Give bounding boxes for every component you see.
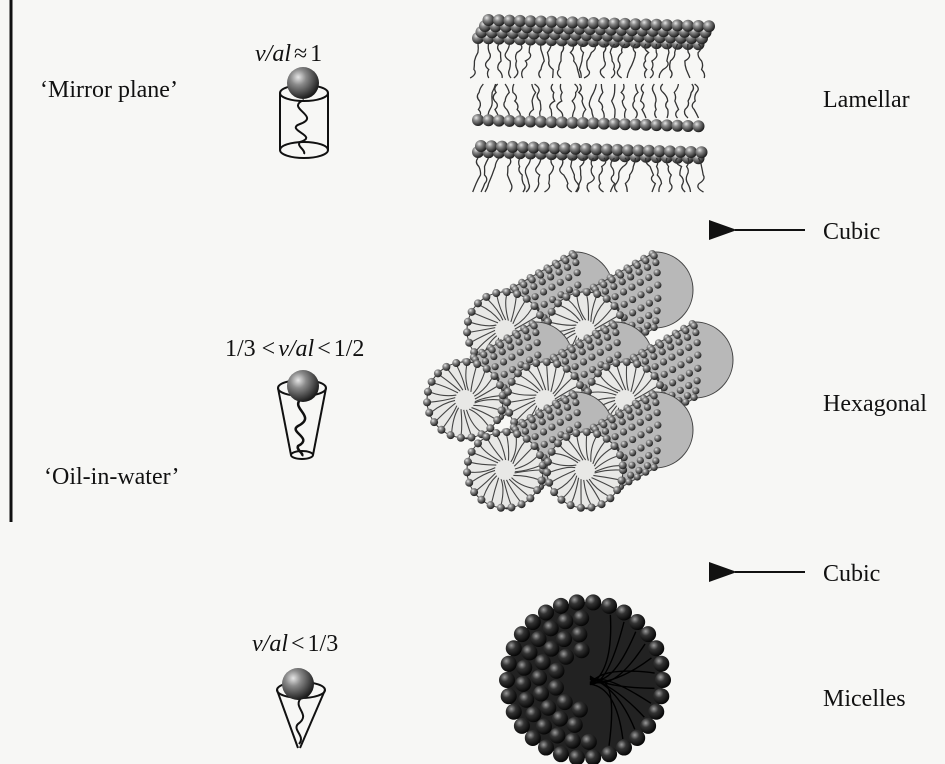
truncated-cone-shape-icon [277,379,327,460]
mirror-plane-label: ‘Mirror plane’ [40,77,178,103]
ratio-var: v/al [255,41,291,67]
phase-cubic-upper-label: Cubic [823,219,881,245]
cone-head-icon [282,668,314,700]
hexagonal-structure [423,250,734,512]
oil-in-water-label: ‘Oil-in-water’ [44,464,180,490]
phase-lamellar-label: Lamellar [823,87,910,113]
ratio-op: < [291,631,305,657]
ratio-var: v/al [278,336,315,362]
ratio-pre: 1/3 < [225,336,276,362]
truncated-cone-head-icon [287,370,319,402]
cylinder-shape-icon [279,84,329,159]
ratio-val: 1/3 [307,631,339,657]
lamellar-structure [469,14,715,193]
phase-cubic-lower-label: Cubic [823,561,881,587]
ratio-hexagonal: 1/3 <v/al<1/2 [225,337,364,361]
cylinder-head-icon [287,67,319,99]
ratio-op: ≈ [294,41,308,67]
ratio-lamellar: v/al≈1 [255,42,322,66]
ratio-op: < [317,336,331,362]
micelle-structure [499,594,671,764]
ratio-var: v/al [252,631,288,657]
phase-hexagonal-label: Hexagonal [823,391,927,417]
ratio-micelles: v/al<1/3 [252,632,338,656]
phase-micelles-label: Micelles [823,686,906,712]
ratio-val: 1 [310,41,323,67]
ratio-val: 1/2 [333,336,365,362]
